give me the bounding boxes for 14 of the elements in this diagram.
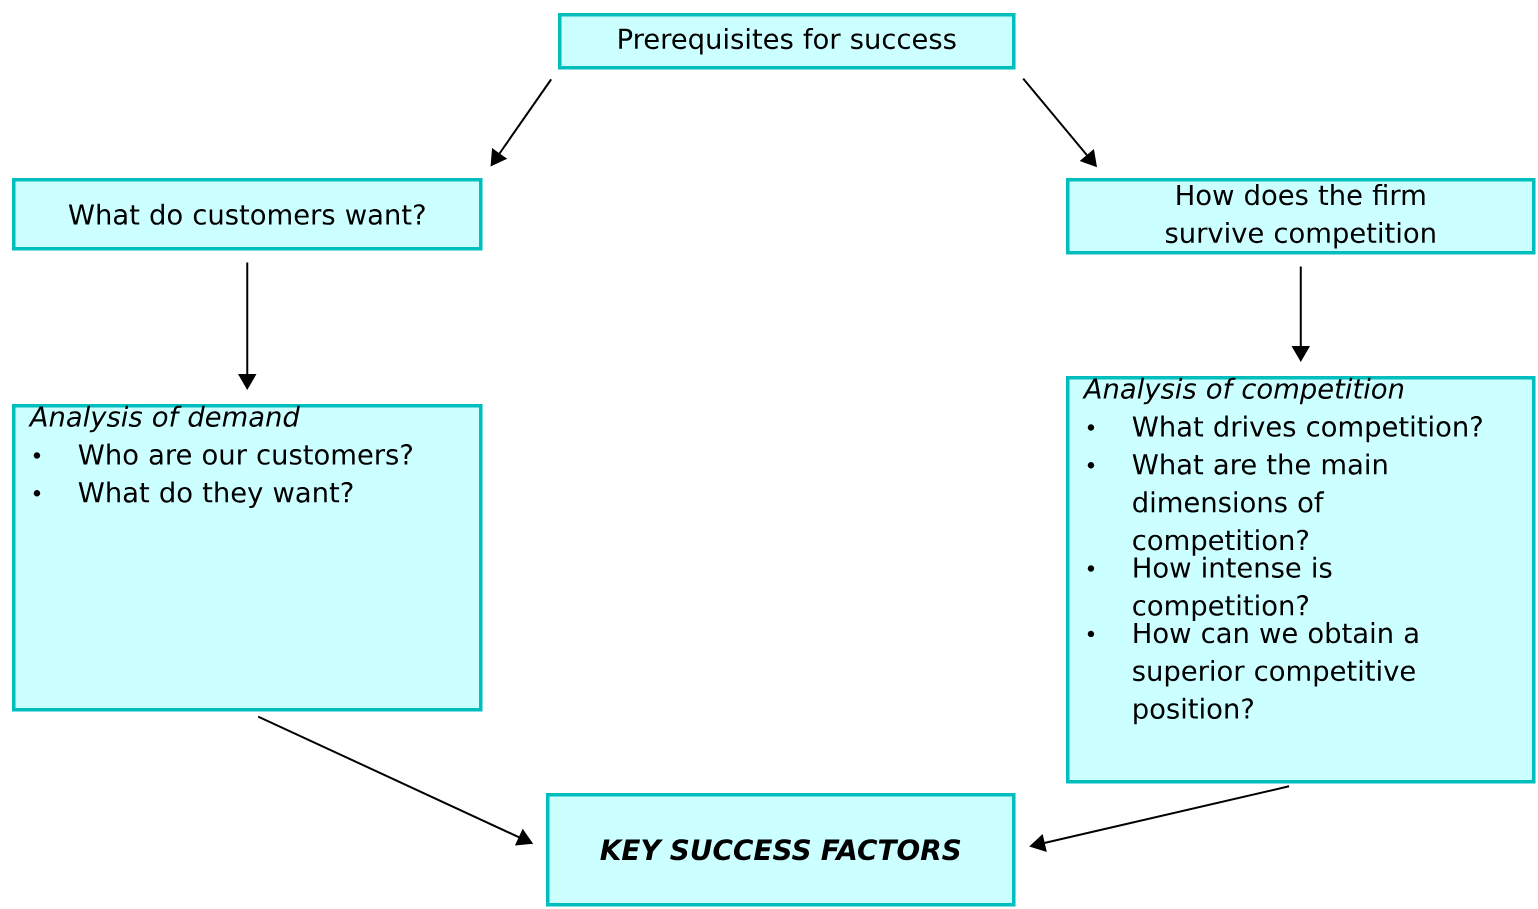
process-box: [12, 404, 483, 712]
bullet-item: What do they want?: [33, 481, 353, 508]
process-box: [1066, 376, 1536, 784]
bullet-item: What are the main dimensions of competition?: [1087, 453, 1387, 556]
heading: Analysis of demand: [28, 405, 300, 433]
process-box: KEY SUCCESS FACTORS: [546, 793, 1016, 907]
process-box: Prerequisites for success: [558, 13, 1016, 70]
bullet-item: How can we obtain a superior competitive position?: [1087, 622, 1418, 725]
heading: Analysis of competition: [1082, 377, 1404, 405]
bullet-item: How intense is competition?: [1087, 556, 1332, 622]
process-box: How does the firm survive competition: [1066, 178, 1536, 255]
process-box: What do customers want?: [12, 178, 483, 251]
bullet-item: Who are our customers?: [33, 443, 412, 465]
bullet-item: What drives competition?: [1087, 415, 1482, 443]
